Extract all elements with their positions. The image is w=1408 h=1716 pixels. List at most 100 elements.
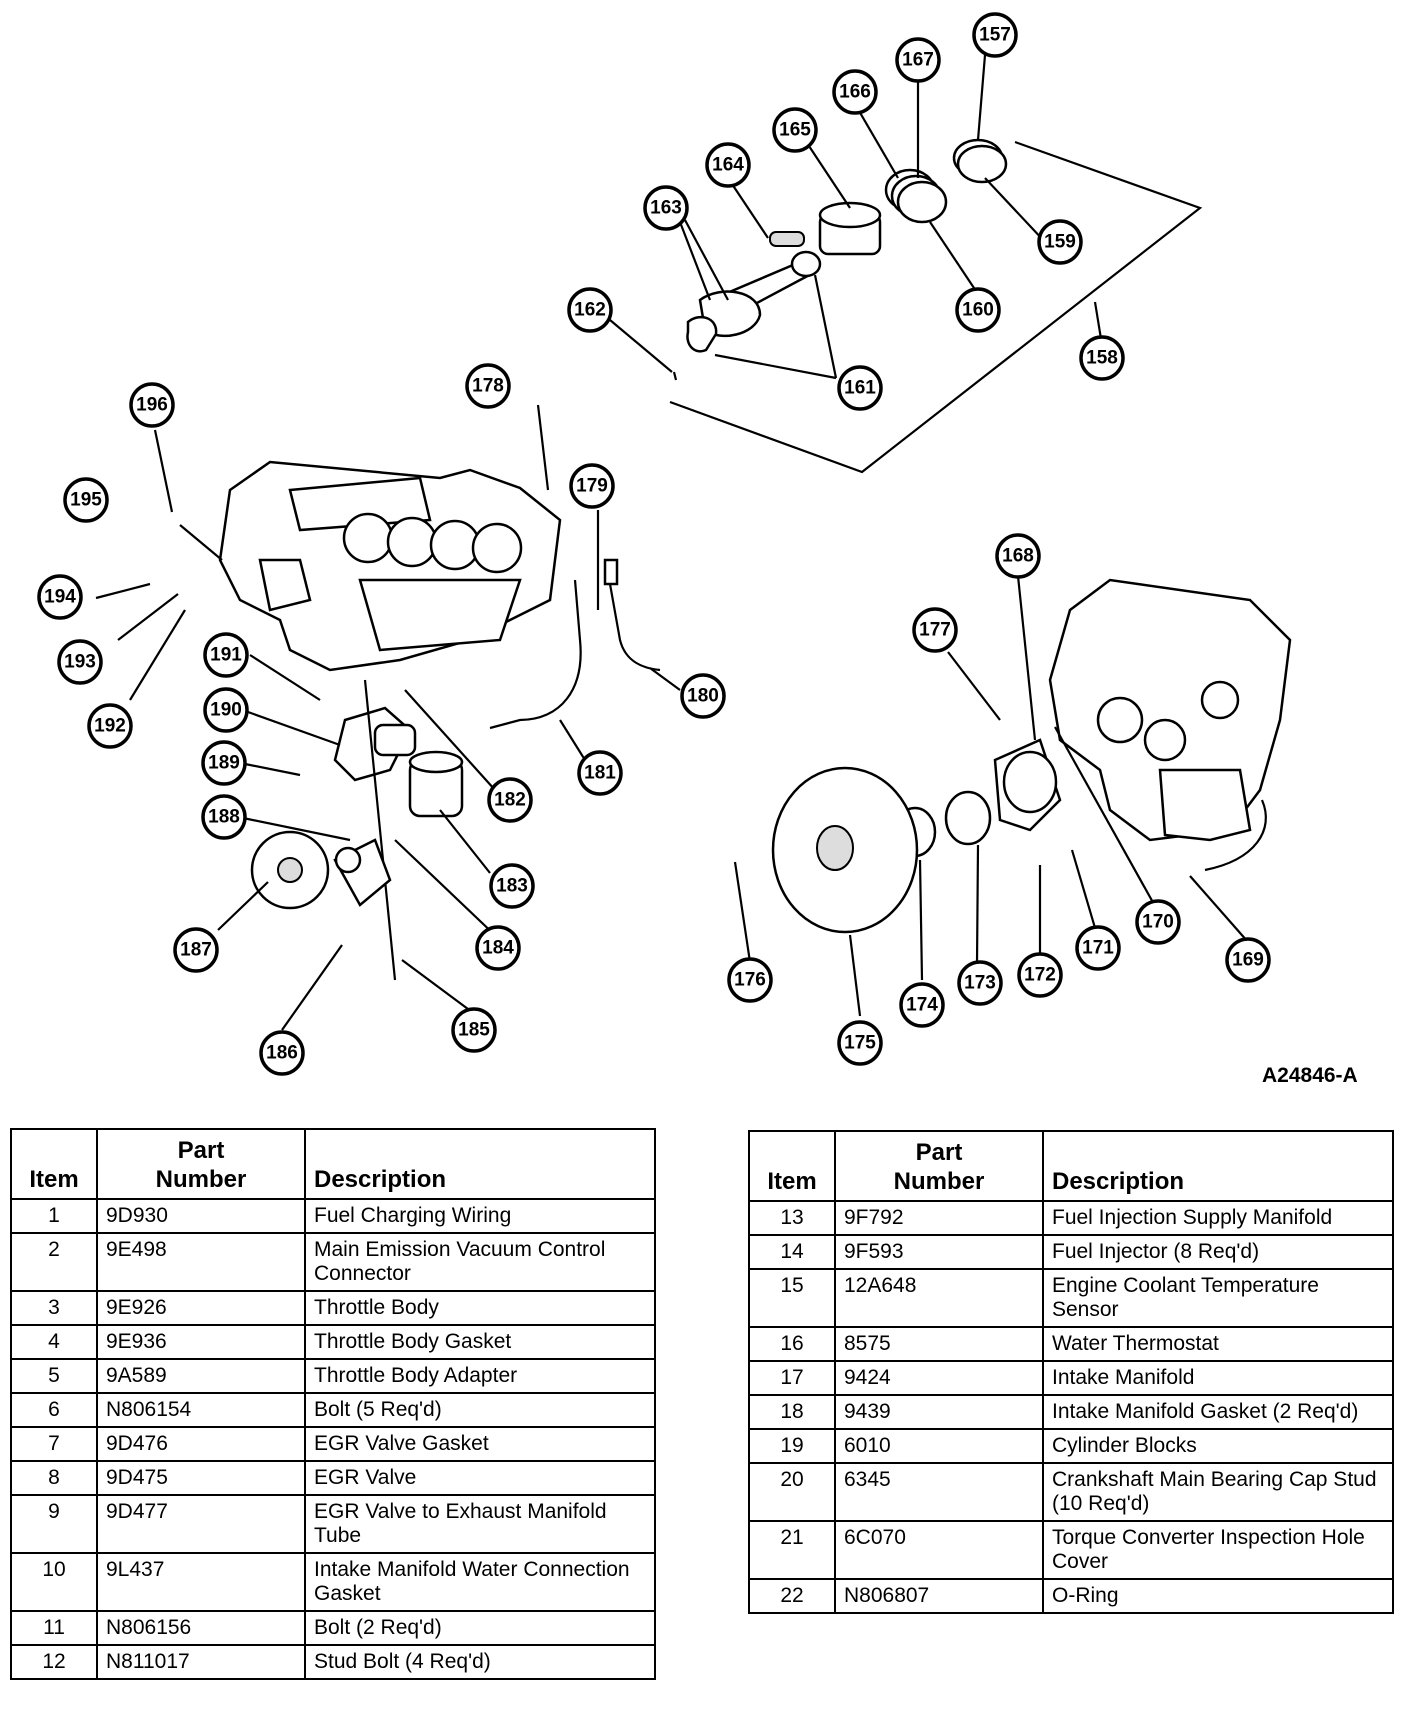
callout-193: 193 — [57, 639, 103, 685]
svg-text:189: 189 — [208, 753, 240, 774]
callout-160: 160 — [955, 287, 1001, 333]
svg-text:196: 196 — [136, 395, 168, 416]
item-number: 19 — [748, 1428, 836, 1464]
svg-text:168: 168 — [1002, 546, 1034, 567]
part-description: Throttle Body Gasket — [304, 1324, 656, 1360]
item-number: 8 — [10, 1460, 98, 1496]
part-description: Bolt (2 Req'd) — [304, 1610, 656, 1646]
part-description: Throttle Body — [304, 1290, 656, 1326]
part-number: N811017 — [96, 1644, 306, 1680]
item-number: 13 — [748, 1200, 836, 1236]
part-number: N806154 — [96, 1392, 306, 1428]
svg-text:191: 191 — [210, 645, 242, 666]
table-header-row: Item Part Number Description — [748, 1130, 1394, 1202]
part-number: 12A648 — [834, 1268, 1044, 1328]
part-number: 9D477 — [96, 1494, 306, 1554]
part-description: O-Ring — [1042, 1578, 1394, 1614]
part-description: Fuel Injection Supply Manifold — [1042, 1200, 1394, 1236]
part-description: Engine Coolant Temperature Sensor — [1042, 1268, 1394, 1328]
svg-text:195: 195 — [70, 490, 102, 511]
svg-text:174: 174 — [906, 995, 938, 1016]
callout-163: 163 — [643, 185, 689, 231]
svg-text:194: 194 — [44, 587, 76, 608]
item-number: 10 — [10, 1552, 98, 1612]
svg-text:179: 179 — [576, 476, 608, 497]
item-number: 11 — [10, 1610, 98, 1646]
callout-167: 167 — [895, 37, 941, 83]
svg-text:180: 180 — [687, 686, 719, 707]
svg-text:178: 178 — [472, 376, 504, 397]
part-number: 9424 — [834, 1360, 1044, 1396]
item-number: 21 — [748, 1520, 836, 1580]
part-number: 9E498 — [96, 1232, 306, 1292]
callout-183: 183 — [489, 863, 535, 909]
part-number: 9D930 — [96, 1198, 306, 1234]
svg-text:161: 161 — [844, 378, 876, 399]
svg-text:188: 188 — [208, 807, 240, 828]
svg-text:171: 171 — [1082, 938, 1114, 959]
part-description: Intake Manifold Gasket (2 Req'd) — [1042, 1394, 1394, 1430]
callout-173: 173 — [957, 960, 1003, 1006]
part-description: Main Emission Vacuum Control Connector — [304, 1232, 656, 1292]
svg-text:184: 184 — [482, 938, 514, 959]
leader-lines — [95, 54, 1249, 1031]
item-number: 4 — [10, 1324, 98, 1360]
callout-178: 178 — [465, 363, 511, 409]
callout-182: 182 — [487, 777, 533, 823]
part-description: EGR Valve to Exhaust Manifold Tube — [304, 1494, 656, 1554]
part-description: Torque Converter Inspection Hole Cover — [1042, 1520, 1394, 1580]
cylinder-block-parts — [218, 460, 661, 981]
svg-text:172: 172 — [1024, 965, 1056, 986]
callout-169: 169 — [1225, 937, 1271, 983]
item-number: 2 — [10, 1232, 98, 1292]
svg-text:175: 175 — [844, 1033, 876, 1054]
callout-159: 159 — [1037, 219, 1083, 265]
part-description: Crankshaft Main Bearing Cap Stud (10 Req… — [1042, 1462, 1394, 1522]
callout-184: 184 — [475, 925, 521, 971]
callout-171: 171 — [1075, 925, 1121, 971]
part-number: 6345 — [834, 1462, 1044, 1522]
callout-176: 176 — [727, 957, 773, 1003]
part-description: Fuel Charging Wiring — [304, 1198, 656, 1234]
callout-190: 190 — [203, 687, 249, 733]
header-description: Description — [304, 1128, 656, 1200]
part-description: Intake Manifold — [1042, 1360, 1394, 1396]
part-number: 9D475 — [96, 1460, 306, 1496]
callout-180: 180 — [680, 673, 726, 719]
part-number: 9E936 — [96, 1324, 306, 1360]
header-part-number: Part Number — [96, 1128, 306, 1200]
part-description: EGR Valve — [304, 1460, 656, 1496]
item-number: 9 — [10, 1494, 98, 1554]
callout-164: 164 — [705, 142, 751, 188]
piston-rings-parts — [672, 138, 1008, 381]
callout-168: 168 — [995, 533, 1041, 579]
callout-165: 165 — [772, 107, 818, 153]
part-number: N806156 — [96, 1610, 306, 1646]
callout-161: 161 — [837, 365, 883, 411]
callout-174: 174 — [899, 982, 945, 1028]
callout-195: 195 — [63, 477, 109, 523]
part-number: 9D476 — [96, 1426, 306, 1462]
part-number: 9439 — [834, 1394, 1044, 1430]
callout-175: 175 — [837, 1020, 883, 1066]
part-description: Intake Manifold Water Connection Gasket — [304, 1552, 656, 1612]
part-number: 9E926 — [96, 1290, 306, 1326]
part-number: 6010 — [834, 1428, 1044, 1464]
callout-166: 166 — [832, 69, 878, 115]
